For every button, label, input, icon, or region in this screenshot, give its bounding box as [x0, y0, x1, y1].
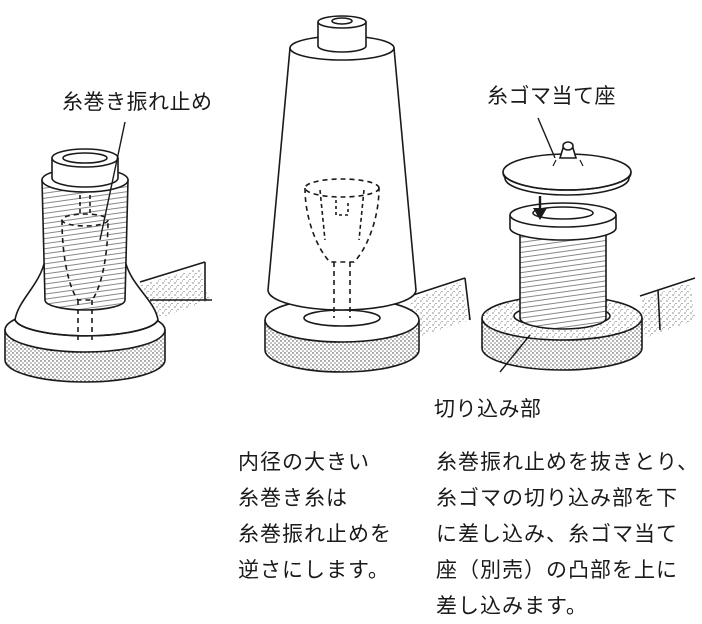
label-notch: 切り込み部	[434, 397, 542, 421]
caption-middle-line-2: 糸巻き糸は	[238, 486, 348, 510]
caption-right: 糸巻振れ止めを抜きとり、 糸ゴマの切り込み部を下 に差し込み、糸ゴマ当て 座（別…	[436, 444, 699, 624]
label-cap-seat: 糸ゴマ当て座	[487, 84, 616, 108]
caption-middle: 内径の大きい 糸巻き糸は 糸巻振れ止めを 逆さにします。	[238, 444, 392, 588]
caption-middle-line-3: 糸巻振れ止めを	[238, 522, 392, 546]
caption-right-line-2: 糸ゴマの切り込み部を下	[436, 486, 678, 510]
caption-right-line-1: 糸巻振れ止めを抜きとり、	[436, 450, 700, 474]
illustration	[4, 15, 696, 383]
caption-right-line-4: 座（別売）の凸部を上に	[436, 558, 678, 582]
caption-middle-line-4: 逆さにします。	[238, 558, 390, 582]
label-thread-stopper: 糸巻き振れ止め	[62, 90, 213, 114]
right-assembly	[481, 117, 696, 373]
middle-assembly	[264, 15, 471, 373]
caption-right-line-3: に差し込み、糸ゴマ当て	[436, 522, 678, 546]
caption-right-line-5: 差し込みます。	[436, 594, 588, 618]
left-assembly	[4, 121, 212, 383]
caption-middle-line-1: 内径の大きい	[238, 450, 370, 474]
